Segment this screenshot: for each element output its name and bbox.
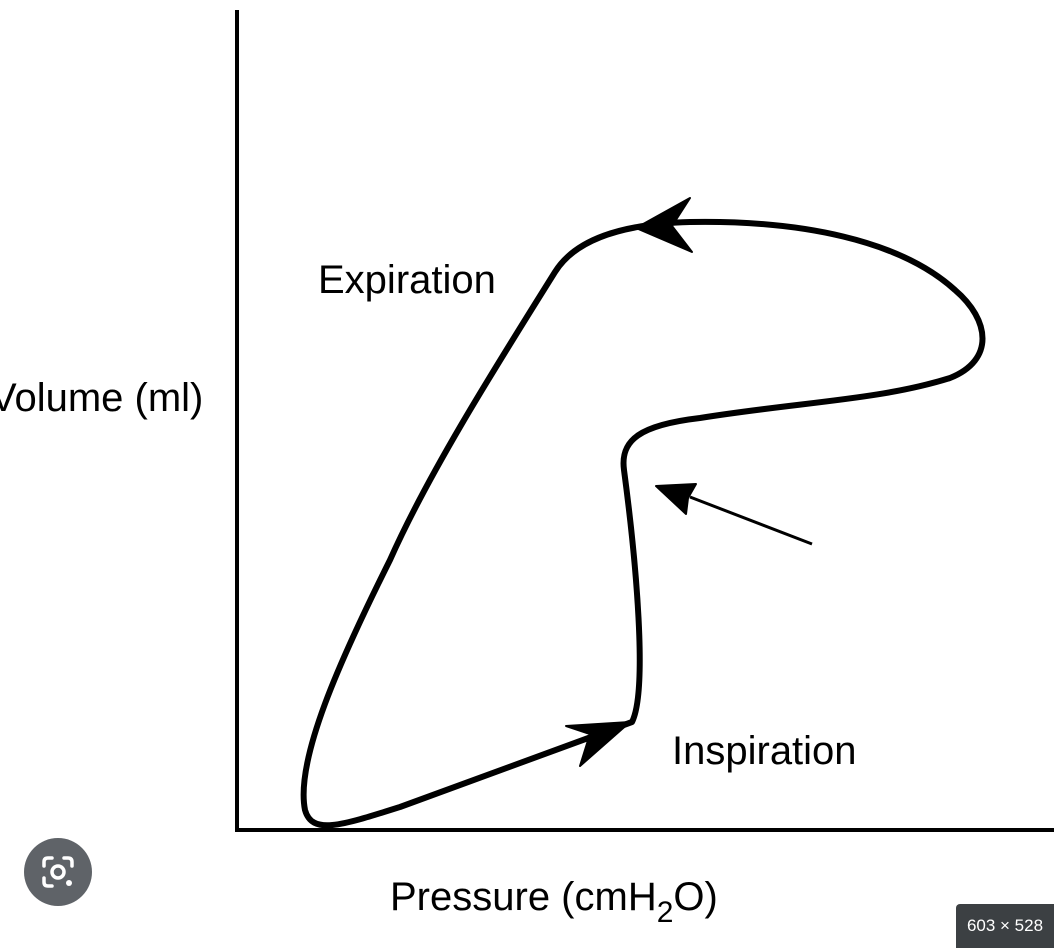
inflection-pointer-line	[689, 495, 813, 546]
y-axis-label: Volume (ml)	[0, 376, 204, 420]
inflection-pointer-arrowhead	[655, 483, 697, 515]
pv-loop-curve	[300, 218, 986, 829]
inspiration-label: Inspiration	[672, 729, 857, 773]
inspiration-arrowhead	[565, 721, 631, 767]
lens-search-button[interactable]	[24, 838, 92, 906]
image-size-badge: 603 × 528	[956, 904, 1054, 948]
expiration-label: Expiration	[318, 258, 496, 302]
x-axis-label-main: Pressure (cmH	[390, 875, 657, 919]
x-axis-label: Pressure (cmH2O)	[390, 875, 718, 928]
expiration-arrowhead	[635, 197, 693, 253]
lens-icon	[42, 856, 74, 888]
x-axis-label-end: O)	[673, 875, 718, 919]
x-axis-label-subscript: 2	[656, 896, 674, 929]
